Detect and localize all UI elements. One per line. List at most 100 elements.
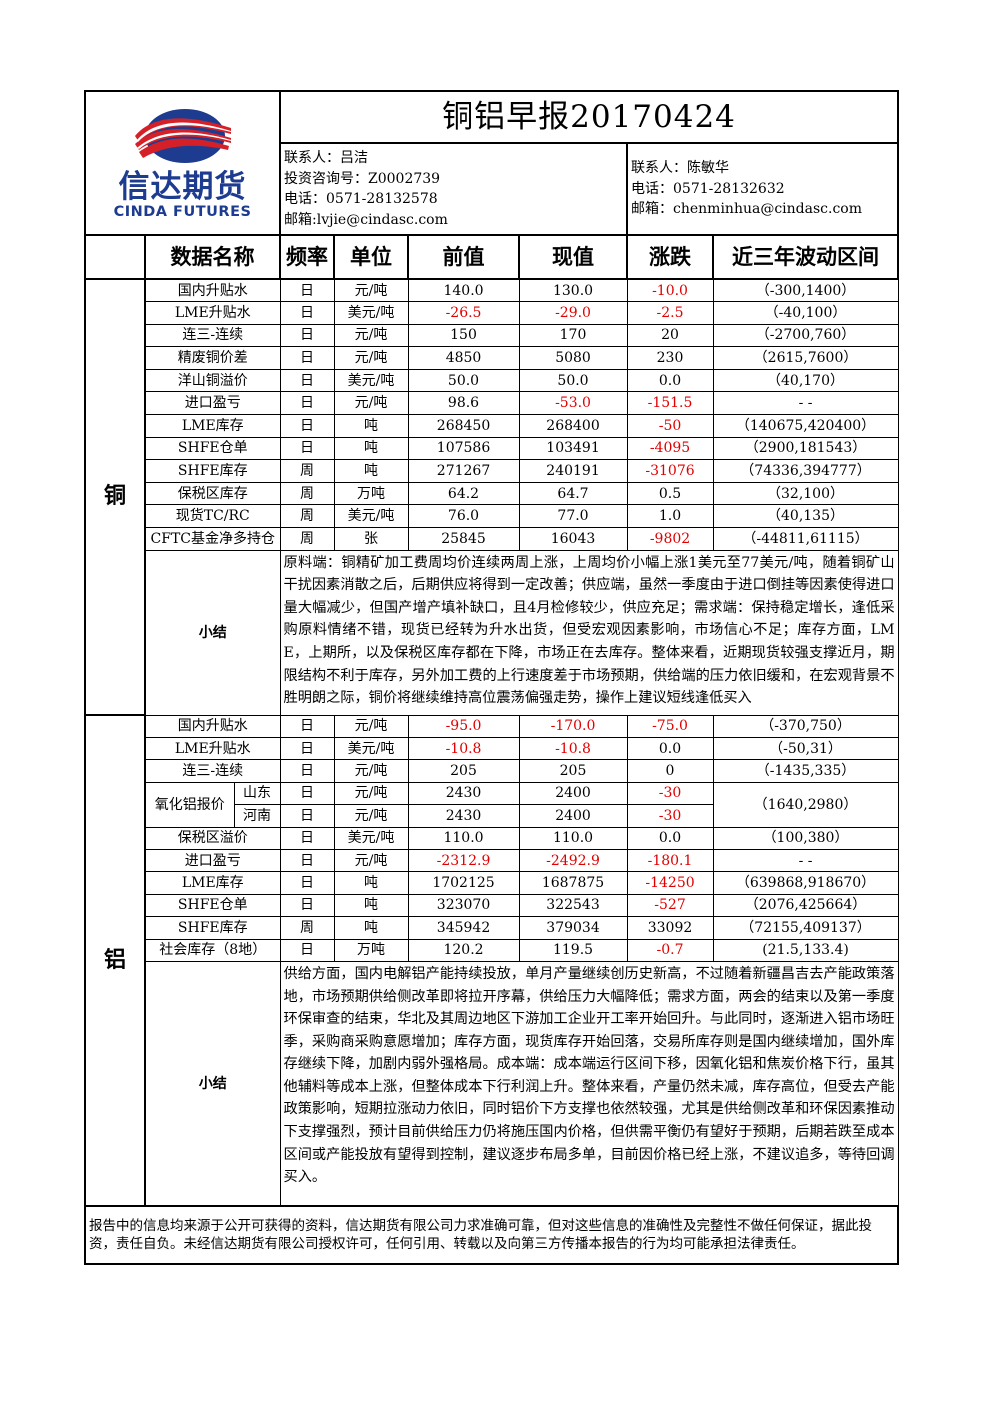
row-unit: 吨 (333, 436, 409, 461)
copper-summary-label: 小结 (144, 549, 281, 716)
row-unit: 元/吨 (333, 346, 409, 370)
row-curr: 50.0 (518, 368, 628, 393)
row-curr: 119.5 (518, 938, 628, 962)
row-frequency: 日 (279, 436, 335, 461)
disclaimer: 报告中的信息均来源于公开可获得的资料，信达期货有限公司力求准确可靠，但对这些信息… (83, 1205, 900, 1266)
row-curr: 379034 (518, 916, 628, 940)
row-prev: 268450 (407, 414, 520, 438)
row-range: （-40,100） (712, 301, 899, 325)
row-curr: 64.7 (518, 481, 628, 506)
row-unit: 元/吨 (333, 278, 409, 303)
row-curr: 110.0 (518, 826, 628, 850)
row-frequency: 日 (279, 278, 335, 303)
alumina-range: （1640,2980） (712, 781, 899, 828)
row-prev: 120.2 (407, 938, 520, 962)
row-curr: 322543 (518, 893, 628, 918)
row-curr: 130.0 (518, 278, 628, 303)
row-frequency: 日 (279, 893, 335, 918)
row-frequency: 日 (279, 737, 335, 761)
row-frequency: 日 (279, 323, 335, 348)
row-chg: 0.0 (626, 826, 714, 850)
row-name: SHFE仓单 (144, 436, 281, 461)
row-curr: 205 (518, 759, 628, 783)
row-name: 现货TC/RC (144, 504, 281, 529)
header-prev: 前值 (407, 234, 521, 280)
metal-label-copper: 铜 (84, 277, 146, 717)
row-name: 进口盈亏 (144, 848, 281, 873)
row-unit: 元/吨 (333, 759, 409, 783)
row-prev: 150 (407, 323, 520, 348)
row-unit: 吨 (333, 414, 409, 438)
row-chg: -0.7 (626, 938, 714, 962)
logo-name-cn: 信达期货 (118, 169, 247, 205)
row-prev: 345942 (407, 916, 520, 940)
row-prev: 2430 (407, 781, 520, 806)
table-row: 进口盈亏日元/吨-2312.9-2492.9-180.1- - (85, 848, 899, 873)
aluminum-summary-label: 小结 (144, 960, 281, 1207)
contact-line: 电话：0571-28132578 (284, 191, 438, 207)
cinda-logo-icon (134, 109, 231, 163)
row-frequency: 周 (279, 504, 335, 529)
row-frequency: 日 (279, 826, 335, 850)
row-unit: 吨 (333, 916, 409, 940)
row-range: （2076,425664） (712, 893, 899, 918)
row-prev: 50.0 (407, 368, 520, 393)
row-frequency: 周 (279, 916, 335, 940)
row-curr: 16043 (518, 527, 628, 551)
row-curr: -2492.9 (518, 848, 628, 873)
row-frequency: 日 (279, 781, 335, 806)
contact-chenminhua: 联系人：陈敏华 电话：0571-28132632 邮箱：chenminhua@c… (626, 142, 900, 236)
logo-name-en: CINDA FUTURES (113, 204, 252, 220)
row-frequency: 日 (279, 368, 335, 393)
row-prev: 110.0 (407, 826, 520, 850)
row-unit: 元/吨 (333, 391, 409, 416)
row-unit: 美元/吨 (333, 826, 409, 850)
row-chg: -30 (626, 804, 714, 828)
row-prev: -26.5 (407, 301, 520, 325)
contact-line: 电话：0571-28132632 (631, 180, 785, 197)
row-unit: 美元/吨 (333, 737, 409, 761)
row-prev: 205 (407, 759, 520, 783)
row-prev: 25845 (407, 527, 520, 551)
row-chg: -151.5 (626, 391, 714, 416)
row-range: （-2700,760） (712, 323, 899, 348)
contact-line: 联系人：吕洁 (284, 150, 369, 166)
row-frequency: 周 (279, 527, 335, 551)
row-unit: 张 (333, 527, 409, 551)
row-range: （-1435,335） (712, 759, 899, 783)
row-prev: -2312.9 (407, 848, 520, 873)
row-range: （72155,409137） (712, 916, 899, 940)
alumina-region: 河南 (233, 804, 281, 828)
row-range: （-50,31） (712, 737, 899, 761)
row-name: SHFE库存 (144, 459, 281, 483)
row-unit: 吨 (333, 871, 409, 895)
row-frequency: 日 (279, 759, 335, 783)
row-chg: 0 (626, 759, 714, 783)
row-chg: 0.0 (626, 737, 714, 761)
row-curr: 2400 (518, 781, 628, 806)
row-unit: 美元/吨 (333, 504, 409, 529)
row-chg: -75.0 (626, 714, 714, 739)
row-unit: 万吨 (333, 938, 409, 962)
alumina-region: 山东 (233, 781, 281, 806)
contact-line: 联系人：陈敏华 (631, 160, 730, 176)
row-curr: 170 (518, 323, 628, 348)
row-chg: -50 (626, 414, 714, 438)
row-range: （32,100） (712, 481, 899, 506)
row-name: 连三-连续 (144, 759, 281, 783)
copper-summary-text: 原料端：铜精矿加工费周均价连续两周上涨，上周均价小幅上涨1美元至77美元/吨，随… (279, 549, 899, 716)
row-chg: -180.1 (626, 848, 714, 873)
contact-line: 投资咨询号：Z0002739 (284, 170, 441, 187)
row-curr: -10.8 (518, 737, 628, 761)
report-sheet: 信达期货 CINDA FUTURES 铜铝早报20170424 联系人：吕洁 投… (83, 90, 900, 1266)
contact-lvjie: 联系人：吕洁 投资咨询号：Z0002739 电话：0571-28132578 邮… (279, 142, 629, 236)
table-row: 小结供给方面，国内电解铝产能持续投放，单月产量继续创历史新高，不过随着新疆昌吉去… (85, 960, 899, 1207)
row-chg: 0.0 (626, 368, 714, 393)
